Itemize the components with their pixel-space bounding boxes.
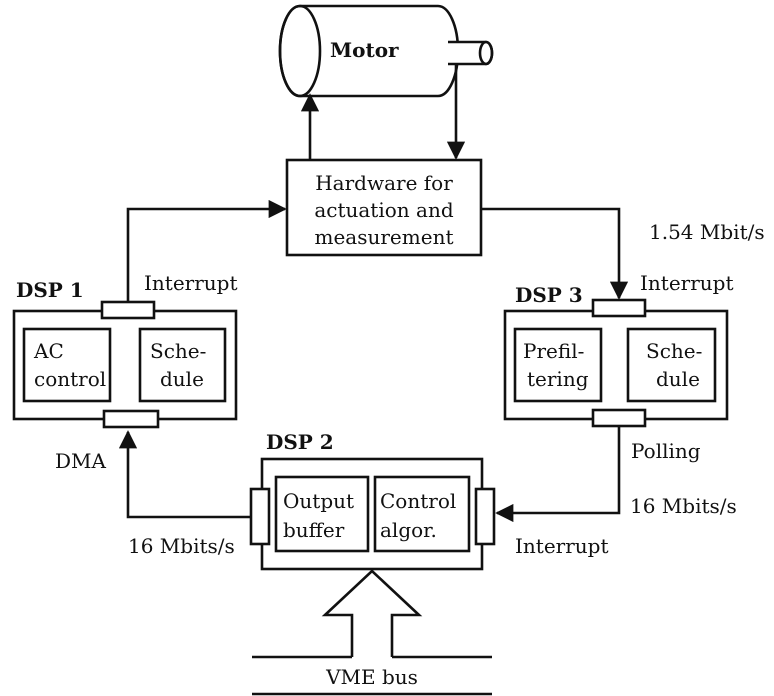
dsp1-block1-line2: control [34,367,106,391]
arrow-hw-to-dsp3 [481,207,629,300]
dsp2-block2-line2: algor. [380,518,437,542]
dsp3-schedule-block [626,327,717,403]
arrow-dsp2-to-dsp1 [118,430,251,519]
vme-bus-arrow [321,569,423,657]
dsp1-interrupt-label: Interrupt [144,271,238,295]
dsp2-frame [260,457,484,571]
dsp1-interrupt-port [100,300,156,320]
motor-shaft-end [478,40,494,66]
dsp3-interrupt-port [591,298,647,318]
dsp3-polling-port [591,408,647,428]
dsp2: DSP 2 Output buffer Control algor. 16 Mb… [128,430,609,571]
dsp1-block2-line1: Sche- [150,339,206,363]
dsp1-frame [12,309,238,421]
hardware-label-line1: Hardware for [315,171,453,195]
dsp3-frame [503,309,729,421]
motor: Motor [278,4,494,98]
dsp1-block1-line1: AC [33,339,64,363]
dsp2-left-port [249,487,271,546]
dsp3: DSP 3 Interrupt Prefil- tering Sche- dul… [503,271,737,518]
dsp2-right-interrupt-label: Interrupt [515,534,609,558]
dsp2-right-port [474,487,496,546]
dsp1-block2-line2: dule [160,367,204,391]
motor-label: Motor [330,38,399,62]
dsp2-output-buffer-block [274,475,370,553]
dsp2-title: DSP 2 [266,430,334,454]
dsp3-prefiltering-block [513,327,603,403]
hardware-box: Hardware for actuation and measurement [285,158,483,257]
hardware-label-line3: measurement [315,225,454,249]
dsp2-block1-line2: buffer [283,518,345,542]
vme-bus-label: VME bus [325,665,418,689]
dsp2-left-rate-label: 16 Mbits/s [128,534,235,558]
dsp3-title: DSP 3 [515,283,583,307]
dsp2-control-algor-block [373,475,471,553]
dsp3-rate-label: 16 Mbits/s [630,494,737,518]
motor-shaft [448,40,494,66]
dsp1-title: DSP 1 [16,278,84,302]
dsp3-block1-line1: Prefil- [523,339,584,363]
dsp3-polling-label: Polling [631,439,701,463]
dsp1-dma-label: DMA [55,449,107,473]
link-rate-label: 1.54 Mbit/s [649,220,765,244]
dsp3-block2-line1: Sche- [646,339,702,363]
dsp2-block1-line1: Output [283,489,354,513]
dsp1: DSP 1 Interrupt AC control Sche- dule DM… [12,271,238,473]
dsp2-block2-line1: Control [380,489,456,513]
motor-end [278,4,322,98]
dsp1-schedule-block [138,327,227,403]
dsp3-block1-line2: tering [527,367,589,391]
hardware-label-line2: actuation and [314,198,453,222]
dsp3-block2-line2: dule [656,367,700,391]
dsp1-dma-port [102,409,160,429]
dsp1-ac-control-block [22,327,112,403]
dsp3-interrupt-label: Interrupt [640,271,734,295]
arrow-dsp3-to-dsp2 [495,426,621,523]
arrow-dsp1-to-hw [126,199,287,302]
